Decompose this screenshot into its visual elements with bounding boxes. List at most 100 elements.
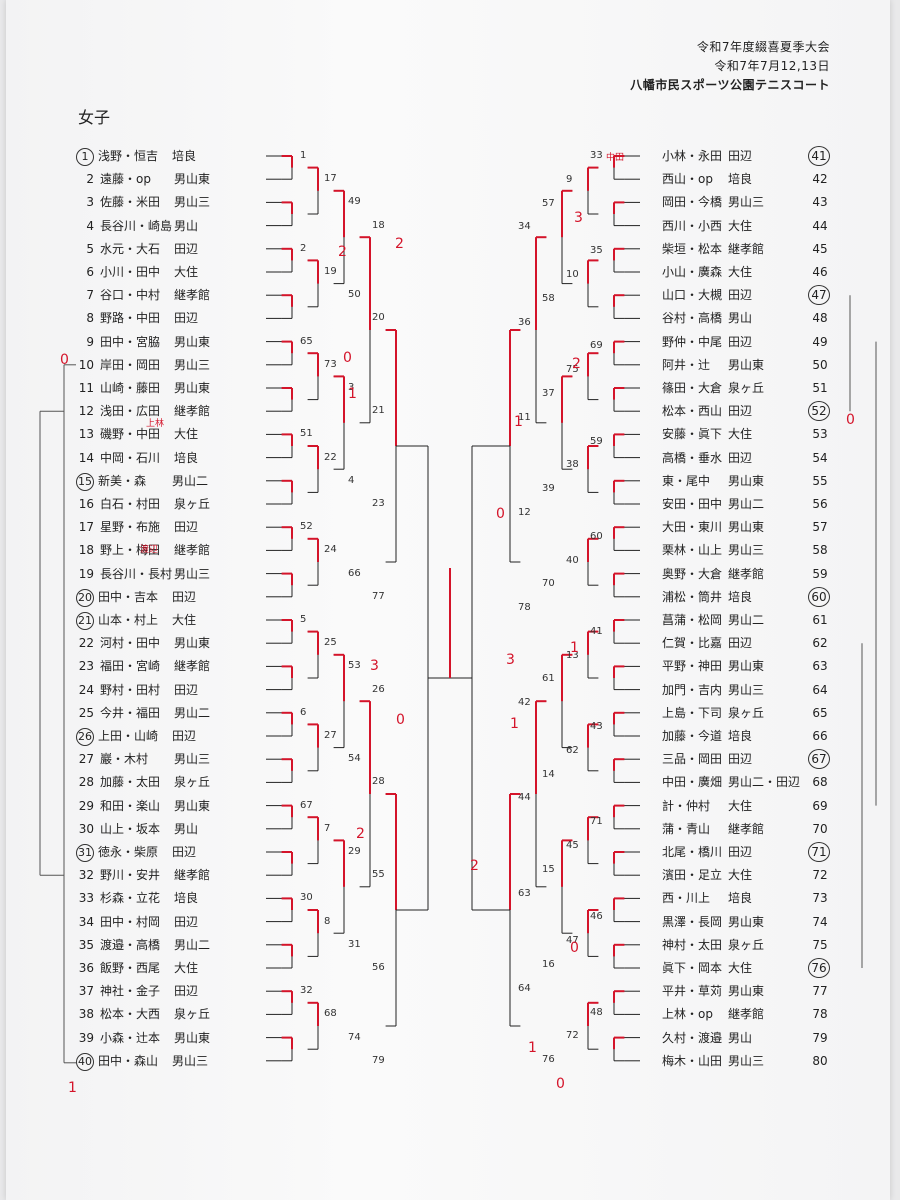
school-name: 男山東 [728,914,765,929]
player-names: 浅野・恒吉 [98,149,159,163]
seed-number: 45 [812,241,828,256]
seed-number: 54 [812,450,828,465]
seed-number: 74 [812,914,828,929]
player-names: 飯野・西尾 [100,961,161,975]
seed-number: 6 [86,265,94,279]
player-names: 岸田・岡田 [100,357,161,372]
school-name: 男山三 [728,195,765,210]
school-name: 大住 [174,961,199,975]
player-names: 加藤・太田 [100,775,161,790]
player-names: 白石・村田 [100,497,161,511]
school-name: 田辺 [174,984,199,999]
player-names: 星野・布施 [100,520,161,535]
seed-number: 73 [812,891,828,906]
match-number: 54 [348,753,361,765]
seed-number: 61 [812,613,828,627]
match-number: 12 [518,506,531,518]
match-number: 23 [372,498,385,509]
player-names: 野路・中田 [100,311,161,326]
school-name: 男山 [174,821,199,836]
school-name: 継孝館 [174,543,211,558]
player-names: 谷口・中村 [100,288,161,303]
player-names: 田中・吉本 [98,589,159,604]
match-number: 30 [300,892,313,904]
player-names: 長谷川・崎島 [100,218,173,233]
player-names: 杉森・立花 [100,891,161,906]
player-names: 仁賀・比嘉 [662,636,723,651]
player-names: 加門・吉内 [662,682,723,697]
handwritten-note: 渡辺 [140,545,159,555]
school-name: 大住 [728,961,753,975]
seed-number: 78 [812,1007,828,1022]
match-number: 4 [348,474,355,486]
player-names: 西山・op [662,172,713,187]
seed-number: 32 [78,868,94,883]
school-name: 大住 [728,798,753,813]
player-names: 浦松・筒井 [662,589,723,604]
score-mark: 0 [396,712,405,728]
match-number: 56 [372,962,385,973]
match-number: 49 [348,196,361,208]
seed-number: 53 [812,427,828,442]
school-name: 田辺 [728,404,753,419]
match-number: 78 [518,602,531,614]
player-names: 田中・森山 [98,1053,159,1068]
match-number: 50 [348,289,361,301]
seed-number: 43 [812,195,828,210]
seed-number: 11 [78,381,94,395]
match-number: 75 [566,364,579,376]
player-names: 中岡・石川 [100,450,161,465]
match-number: 20 [372,312,385,324]
seed-number: 35 [78,937,94,952]
school-name: 田辺 [728,752,753,767]
match-number: 61 [542,673,555,685]
match-number: 74 [348,1031,361,1043]
school-name: 男山三 [728,543,765,558]
match-number: 37 [542,387,555,399]
match-number: 6 [300,706,307,718]
seed-number: 56 [812,497,828,511]
score-mark: 2 [470,858,479,874]
seed-number: 4 [86,218,94,233]
match-number: 68 [324,1008,337,1020]
match-number: 76 [542,1054,555,1066]
score-mark: 2 [572,356,581,372]
seed-number: 19 [78,566,94,581]
score-mark: 1 [68,1080,77,1096]
seed-number: 52 [808,401,830,422]
seed-number: 65 [812,705,828,720]
school-name: 泉ヶ丘 [728,381,765,395]
player-names: 東・尾中 [662,473,711,488]
school-name: 大住 [174,427,199,442]
school-name: 培良 [728,172,753,187]
score-mark: 2 [356,826,365,842]
score-mark: 0 [60,352,69,368]
match-number: 55 [372,869,385,881]
school-name: 泉ヶ丘 [174,1007,211,1022]
match-number: 3 [348,382,355,393]
player-names: 西川・小西 [662,218,723,233]
player-names: 浅田・広田 [100,404,161,419]
tournament-date: 令和7年7月12,13日 [714,59,830,73]
school-name: 田辺 [172,589,197,604]
seed-number: 44 [812,218,828,233]
